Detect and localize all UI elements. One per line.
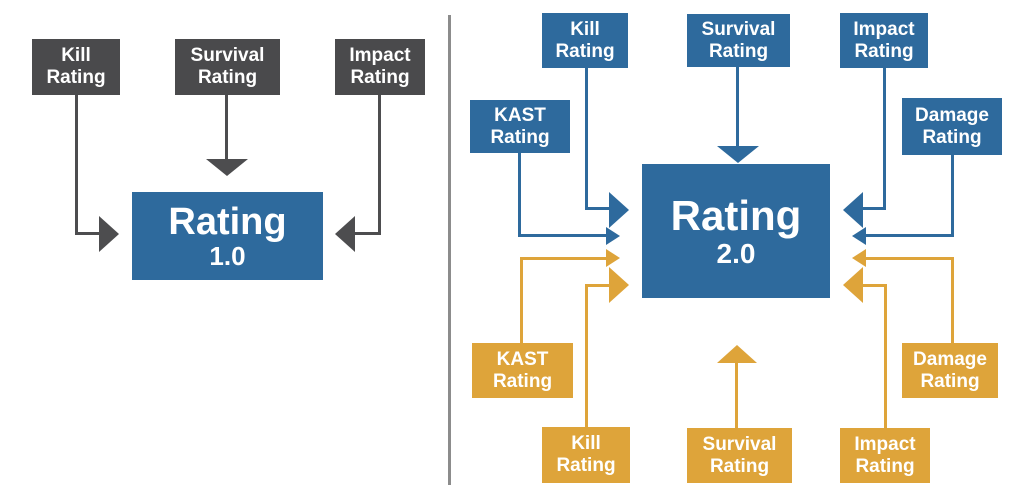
rating1-kill-rating-box: Kill Rating [32, 39, 120, 95]
rating2-top-kast-arrowhead-right-icon [606, 227, 620, 245]
rating2-top-kast-rating-box: KAST Rating [470, 100, 570, 153]
rating2-top-kast-connector-horizontal [518, 234, 606, 237]
rating1-impact-connector-horizontal [355, 232, 381, 235]
rating1-survival-connector-vertical [225, 95, 228, 160]
rating2-main-version: 2.0 [716, 238, 756, 269]
rating1-main-version: 1.0 [209, 241, 246, 271]
rating2-top-kill-connector-horizontal [585, 207, 611, 210]
rating2-bottom-kill-connector-horizontal [585, 284, 611, 287]
rating2-top-impact-connector-horizontal [862, 207, 885, 210]
rating2-bottom-kill-arrowhead-right-icon [609, 267, 629, 303]
rating2-bottom-impact-connector-horizontal [862, 284, 886, 287]
rating2-bottom-impact-connector-vertical [884, 284, 887, 428]
rating1-kill-connector-vertical [75, 95, 78, 235]
rating2-bottom-impact-rating-box: Impact Rating [840, 428, 930, 483]
rating1-survival-arrowhead-down-icon [206, 159, 248, 176]
rating2-top-survival-connector-vertical [736, 67, 739, 147]
rating2-bottom-kast-connector-vertical [520, 257, 523, 343]
rating2-bottom-damage-arrowhead-left-icon [852, 249, 866, 267]
rating2-bottom-kast-arrowhead-right-icon [606, 249, 620, 267]
rating2-bottom-kast-rating-box: KAST Rating [472, 343, 573, 398]
rating2-top-kill-arrowhead-right-icon [609, 192, 629, 228]
rating2-top-kast-connector-vertical [518, 153, 521, 237]
rating1-impact-connector-vertical [378, 95, 381, 235]
rating1-kill-arrowhead-right-icon [99, 216, 119, 252]
rating2-main-box: Rating 2.0 [642, 164, 830, 298]
rating1-main-title: Rating [168, 201, 287, 243]
rating2-bottom-survival-arrowhead-up-icon [717, 345, 757, 363]
rating2-top-kill-connector-vertical [585, 68, 588, 210]
rating2-bottom-damage-connector-vertical [951, 257, 954, 343]
rating1-impact-arrowhead-left-icon [335, 216, 355, 252]
rating2-top-impact-arrowhead-left-icon [843, 192, 863, 228]
rating2-top-kill-rating-box: Kill Rating [542, 13, 628, 68]
rating2-top-survival-arrowhead-down-icon [717, 146, 759, 163]
rating2-bottom-survival-connector-vertical [735, 362, 738, 428]
rating2-bottom-kill-rating-box: Kill Rating [542, 427, 630, 483]
rating2-main-title: Rating [670, 192, 802, 239]
rating2-bottom-survival-rating-box: Survival Rating [687, 428, 792, 483]
rating1-main-box: Rating 1.0 [132, 192, 323, 280]
rating1-impact-rating-box: Impact Rating [335, 39, 425, 95]
rating2-top-damage-connector-vertical [951, 155, 954, 237]
rating2-bottom-kill-connector-vertical [585, 284, 588, 427]
rating2-bottom-impact-arrowhead-left-icon [843, 267, 863, 303]
rating2-top-impact-connector-vertical [883, 68, 886, 210]
rating2-top-damage-arrowhead-left-icon [852, 227, 866, 245]
rating1-survival-rating-box: Survival Rating [175, 39, 280, 95]
rating2-top-damage-rating-box: Damage Rating [902, 98, 1002, 155]
vertical-divider [448, 15, 451, 485]
rating2-top-survival-rating-box: Survival Rating [687, 14, 790, 67]
rating2-bottom-damage-connector-horizontal [866, 257, 954, 260]
rating2-bottom-kast-connector-horizontal [520, 257, 606, 260]
rating2-top-impact-rating-box: Impact Rating [840, 13, 928, 68]
rating2-bottom-damage-rating-box: Damage Rating [902, 343, 998, 398]
rating2-top-damage-connector-horizontal [866, 234, 954, 237]
rating1-kill-connector-horizontal [75, 232, 100, 235]
